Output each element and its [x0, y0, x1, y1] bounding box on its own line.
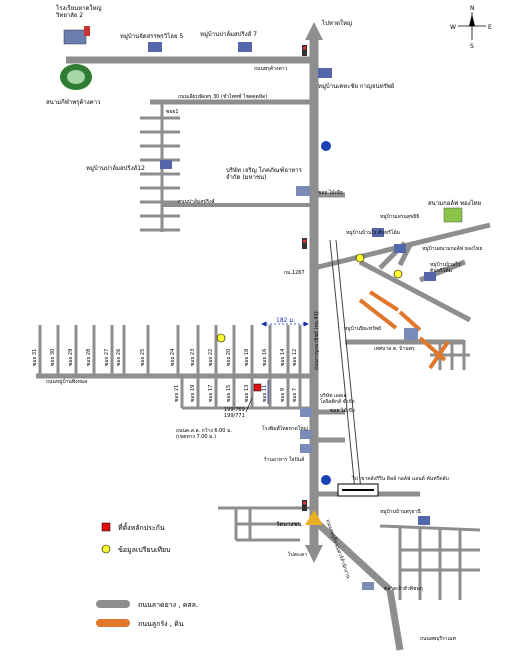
soi-label: ซอย 7 — [292, 388, 298, 402]
village-sernsuk-label: หมู่บ้านเสรมสุขธิธิ — [380, 213, 419, 220]
to-hatyai-label: ไปหาดใหญ่ — [321, 19, 352, 27]
km-marker-label: กม.1267 — [284, 270, 305, 276]
school-icon — [63, 26, 90, 45]
building-icon — [296, 186, 418, 590]
traffic-light-icon — [302, 45, 307, 511]
soi-label: ซอย 22 — [208, 349, 214, 366]
village-karn-label: หมู่บ้านบ้านพรุธานี — [380, 508, 421, 515]
legend-concrete: ถนนลาดยาง , คสล. — [138, 601, 198, 609]
legend-location: ที่ตั้งหลักประกัน — [118, 521, 165, 532]
restaurant-label: ร้านอาหาร ใจปันส์ — [264, 456, 304, 463]
soi-label: ซอย 9 — [280, 388, 286, 402]
soi-label: ซอย 24 — [170, 349, 176, 366]
factory-label: โรงพิมพ์ไทยหาดใหญ่ — [262, 425, 308, 432]
village-pia-label: หมู่บ้านปิยะทรัพย์ — [344, 325, 381, 332]
village-palm12-label: หมู่บ้านปาล์มสปริงส์12 — [86, 164, 145, 172]
village-thongthai-label: หมู่บ้านสนามกอล์ฟ ทองไทย — [422, 245, 482, 252]
lop-road-label: ถนนลพบุรีราเมศ — [420, 635, 457, 642]
golf-icon — [443, 207, 463, 223]
soi-label: ซอย 21 — [174, 385, 180, 402]
left-grid-lower — [218, 506, 314, 542]
soi-label: ซอย 12 — [292, 349, 298, 366]
village-kanjana-label: หมู่บ้านเคหะชัย กาญจนทรัพย์ — [318, 82, 394, 90]
soi-label: ซอย 11 — [262, 385, 268, 402]
soi-labels-upper: ซอย 31 ซอย 30 ซอย 29 ซอย 28 ซอย 27 ซอย 26 ซอย … — [32, 349, 298, 366]
lower-diagonal — [311, 517, 404, 651]
soi-label: ซอย 23 — [190, 349, 196, 366]
compass-icon — [458, 12, 486, 40]
soi-soidao-label: ซอย ไม้เขีย — [330, 407, 355, 414]
municipality-label: เทศบาล ต. บ้านพรุ — [374, 345, 415, 352]
village-palm7-label: หมู่บ้านปาล์มสปริงส์ 7 — [200, 30, 257, 38]
mueang-road-label: ถนนเลียบชัดพรุ 30 (ชำไพทซ์ ไชตตุตหัด) — [178, 93, 267, 100]
compass-s: S — [470, 43, 474, 50]
soi-label: ซอย 14 — [280, 349, 286, 366]
distance-dimension — [261, 321, 309, 404]
village-pawilai-label: หมู่บ้านจัดสรรพรวิไลย 5 — [120, 32, 183, 40]
to-pattani-label: ไปสะเดา — [287, 551, 307, 558]
village-market-label: ตลาดเจ้าสัวพิชนกุ — [384, 585, 423, 592]
house-number-leader — [245, 397, 253, 413]
lower-grid — [379, 524, 481, 600]
soi-grid-lower — [180, 376, 314, 410]
road-width-note: ถนนค.ส.ล. กว้าง 6.00 ม.(เขตทาง 7.00 ม.) — [176, 427, 232, 440]
soi1-label: ซอย1 — [166, 109, 179, 115]
junction-ctr-label: ไป เขาคลังกีรีน ดิลล์ กอล์ฟ แอนด์ คันทรี… — [351, 475, 449, 482]
company-charoen-label: บริษัท เจริญ โภคภัณฑ์อาหารจำกัด (มหาชน) — [226, 166, 303, 181]
temple-label: วัดบางชน — [276, 521, 302, 528]
soi-label: ซอย 31 — [32, 349, 38, 366]
soi-label: ซอย 16 — [262, 349, 268, 366]
stadium-label: สนามกีฬาพรุค้างคาว — [46, 98, 100, 106]
distance-label: 182 ม. — [276, 317, 295, 324]
soi-label: ซอย 13 — [244, 385, 250, 402]
village-banrai2-label: หมู่บ้านบ้านไร่ต้นทรีโด้ม — [430, 261, 461, 274]
village-banrai-label: หมู่บ้านบ้านไร่ ต้นทรีโด้ม — [346, 229, 400, 236]
collateral-marker[interactable] — [253, 383, 262, 392]
soi-label: ซอย 30 — [50, 349, 56, 366]
stadium-icon — [60, 64, 92, 90]
golf-course-label: สนามกอล์ฟ ทองไทย — [428, 199, 481, 207]
soi-labels-lower: ซอย 21 ซอย 19 ซอย 17 ซอย 15 ซอย 13 ซอย 11 ซอย … — [174, 385, 298, 402]
soi-label: ซอย 27 — [104, 349, 110, 366]
soi-mai-khao-label: ซอย ไม้เขีย — [318, 189, 343, 196]
soi-label: ซอย 20 — [226, 349, 232, 366]
prukangkao-road-label: ถนนพรุค้างคาว — [254, 65, 288, 72]
gas-station-icon — [321, 141, 331, 485]
soi-label: ซอย 26 — [116, 349, 122, 366]
soi-label: ซอย 28 — [86, 349, 92, 366]
main-road-vertical-label: ถนนกาญจนวนิชย์ (ทล.43) — [313, 311, 320, 370]
soi-grid-upper — [38, 325, 302, 376]
main-highway — [305, 22, 323, 563]
temple-icon — [305, 510, 323, 525]
soi-label: ซอย 29 — [68, 349, 74, 366]
compass-w: W — [450, 24, 456, 31]
legend-laterite: ถนนลูกรัง , ดิน — [138, 620, 184, 628]
laterite-roads — [358, 290, 450, 370]
soi-label: ซอย 15 — [226, 385, 232, 402]
soi-label: ซอย 25 — [140, 349, 146, 366]
soi-label: ซอย 18 — [244, 349, 250, 366]
junction — [337, 483, 379, 497]
school-label: โรงเรียนหาดใหญ่วิทยาลัย 2 — [55, 4, 101, 19]
compare-marker[interactable] — [216, 253, 403, 343]
compass-n: N — [470, 5, 475, 12]
soi-label: ซอย 17 — [208, 385, 214, 402]
house-icon — [148, 42, 436, 525]
soi-label: ซอย 19 — [190, 385, 196, 402]
legend-compare: ข้อมูลเปรียบเทียบ — [118, 546, 171, 554]
railway — [329, 239, 362, 491]
bangrang-road-label: ถนนหมู่บ้านพิงหมล — [46, 378, 87, 385]
compass-e: E — [488, 24, 492, 31]
palm-spring-road-label: ถนนปาล์มสปริงส์ — [178, 198, 215, 205]
legend-graphics — [96, 522, 130, 627]
company-ct-label: บริษัท เอสเอโลจิสติกส์ จำกัด — [320, 392, 355, 405]
